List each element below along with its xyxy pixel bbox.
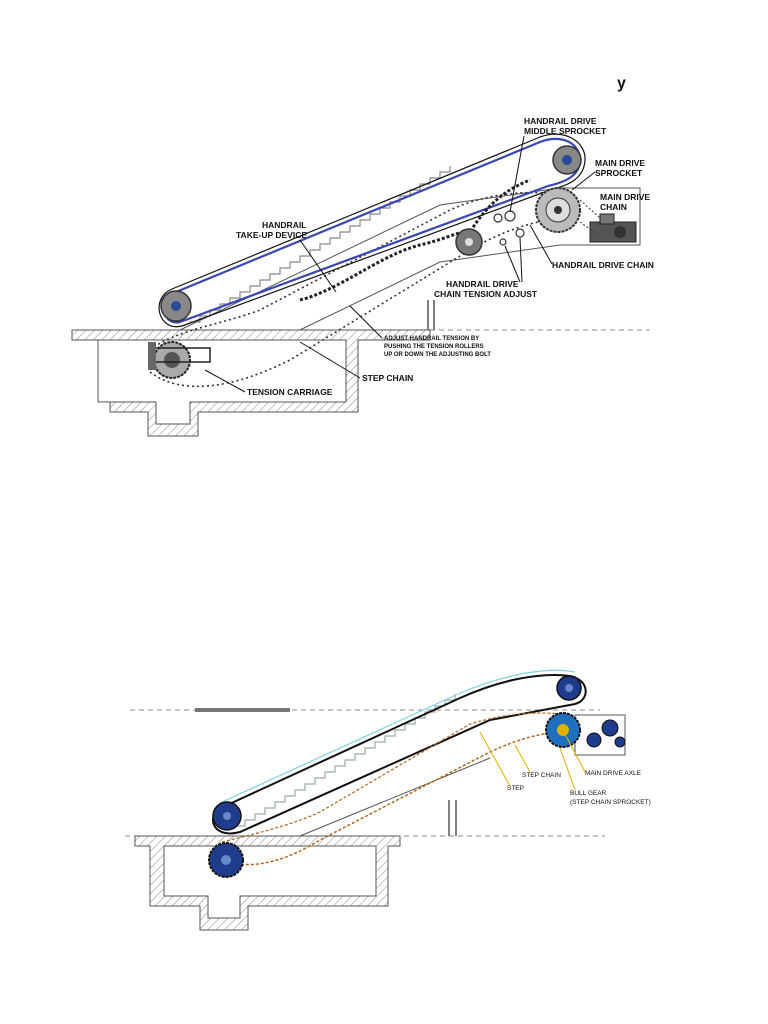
leader-tension-carriage bbox=[204, 369, 246, 393]
leader-adjust-note bbox=[349, 305, 383, 339]
label-main-drive-axle: MAIN DRIVE AXLE bbox=[585, 770, 642, 777]
leader-chain-tension-a bbox=[504, 245, 521, 283]
machine-room bbox=[574, 714, 626, 756]
label-tension-carriage: TENSION CARRIAGE bbox=[247, 387, 333, 397]
handrail-2 bbox=[212, 673, 587, 835]
lower-handrail-wheel bbox=[160, 290, 192, 322]
upper-handrail-wheel-2 bbox=[556, 675, 582, 701]
leader-step-chain-2 bbox=[514, 744, 531, 773]
main-drive-sprocket bbox=[535, 187, 581, 233]
drive-motor-2 bbox=[586, 719, 626, 748]
label-main-drive-sprocket-1: MAIN DRIVE bbox=[595, 158, 645, 168]
title-fragment: y bbox=[617, 75, 626, 92]
label-bull-gear-1: BULL GEAR bbox=[570, 790, 607, 797]
diagram-1: y bbox=[71, 75, 654, 437]
leader-take-up bbox=[299, 239, 337, 293]
leader-bull-gear bbox=[559, 747, 576, 791]
handrail-outer bbox=[158, 133, 586, 328]
label-adjust-note-1: ADJUST HANDRAIL TENSION BY bbox=[384, 336, 479, 342]
leader-middle-sprocket bbox=[509, 135, 525, 213]
tension-carriage bbox=[148, 341, 211, 379]
drive-motor bbox=[589, 213, 637, 243]
leader-main-drive-axle bbox=[564, 733, 586, 773]
label-handrail-drive-middle-sprocket-2: MIDDLE SPROCKET bbox=[524, 126, 607, 136]
handrail-drive-wheel bbox=[455, 228, 483, 256]
pit-2-inner bbox=[163, 845, 377, 919]
upper-floor-plate bbox=[195, 708, 290, 712]
label-main-drive-sprocket-2: SPROCKET bbox=[595, 168, 643, 178]
step-chain bbox=[149, 217, 561, 388]
upper-handrail-wheel bbox=[552, 145, 582, 175]
label-adjust-note-2: PUSHING THE TENSION ROLLERS bbox=[384, 344, 484, 350]
label-step-chain-2: STEP CHAIN bbox=[522, 772, 561, 779]
leader-step bbox=[479, 731, 511, 787]
bull-gear bbox=[545, 712, 581, 748]
main-drive-chain bbox=[579, 199, 601, 237]
label-handrail-take-up-1: HANDRAIL bbox=[262, 220, 306, 230]
step-profile bbox=[190, 166, 451, 323]
step-chain-2-upper bbox=[221, 712, 561, 843]
label-handrail-drive-chain: HANDRAIL DRIVE CHAIN bbox=[552, 260, 654, 270]
truss bbox=[179, 187, 641, 331]
lower-sprocket-2 bbox=[208, 842, 244, 878]
handrail-2-cyan bbox=[219, 669, 576, 804]
label-chain-tension-1: HANDRAIL DRIVE bbox=[446, 279, 519, 289]
label-chain-tension-2: CHAIN TENSION ADJUST bbox=[434, 289, 538, 299]
label-adjust-note-3: UP OR DOWN THE ADJUSTING BOLT bbox=[384, 352, 491, 358]
lower-handrail-wheel-2 bbox=[212, 801, 242, 831]
leader-main-drive-sprocket bbox=[571, 171, 596, 191]
truss-bottom bbox=[299, 757, 491, 837]
leader-step-chain-1 bbox=[299, 341, 361, 379]
label-step: STEP bbox=[507, 785, 524, 792]
handrail-drive-chain bbox=[299, 178, 531, 302]
label-step-chain-1: STEP CHAIN bbox=[362, 373, 413, 383]
diagram-2: STEP CHAIN MAIN DRIVE AXLE STEP BULL GEA… bbox=[125, 669, 651, 931]
leader-chain-tension-b bbox=[519, 237, 523, 283]
step-profile-2 bbox=[235, 694, 456, 827]
label-bull-gear-2: (STEP CHAIN SPROCKET) bbox=[570, 799, 651, 806]
label-main-drive-chain-1: MAIN DRIVE bbox=[600, 192, 650, 202]
label-handrail-drive-middle-sprocket-1: HANDRAIL DRIVE bbox=[524, 116, 597, 126]
label-main-drive-chain-2: CHAIN bbox=[600, 202, 627, 212]
step-chain-2 bbox=[225, 731, 566, 866]
label-handrail-take-up-2: TAKE-UP DEVICE bbox=[236, 230, 307, 240]
leader-handrail-drive-chain bbox=[529, 224, 553, 265]
